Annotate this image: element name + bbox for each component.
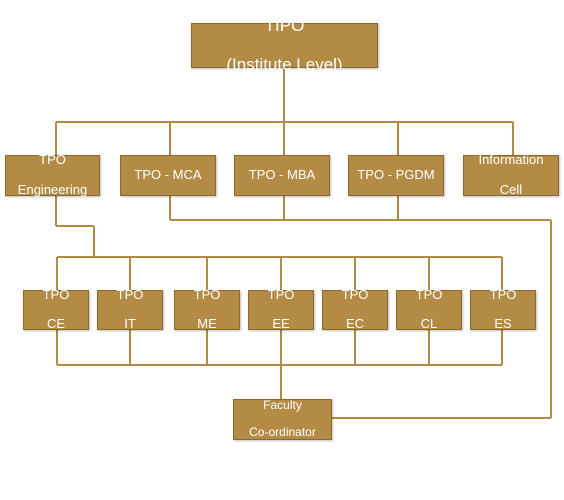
node-line: Engineering [17, 181, 88, 197]
node-line: TPO - PGDM [357, 167, 435, 183]
node-line: TPO [415, 286, 443, 302]
node-tpo-pgdm: TPO - PGDM [348, 155, 444, 196]
node-line: TIPO [264, 16, 305, 36]
node-line: TPO [42, 286, 70, 302]
node-line: TPO [116, 286, 144, 302]
node-line: Information [478, 152, 544, 168]
node-line: TPO [341, 286, 369, 302]
node-tpo-me: TPO ME [174, 286, 240, 332]
node-tpo-ec: TPO EC [322, 286, 388, 332]
node-tpo-mca: TPO - MCA [120, 155, 216, 196]
node-line: (Institute Level) [226, 55, 343, 75]
node-line: TPO [193, 286, 221, 302]
node-tpo-ce: TPO CE [23, 286, 89, 332]
node-tpo-es: TPO ES [470, 286, 536, 332]
node-information-cell: Information Cell [463, 152, 559, 197]
node-line: Cell [499, 181, 523, 197]
node-line: TPO [489, 286, 517, 302]
node-line: TPO - MBA [248, 167, 316, 183]
node-tpo-engineering: TPO Engineering [5, 152, 100, 197]
node-tpo-ee: TPO EE [248, 286, 314, 332]
node-tpo-cl: TPO CL [396, 286, 462, 332]
node-faculty-coordinator: Faculty Co-ordinator [233, 397, 332, 440]
node-line: Co-ordinator [249, 425, 316, 440]
node-line: EC [345, 316, 365, 332]
node-tipo-institute: TIPO (Institute Level) [191, 16, 378, 74]
node-line: IT [124, 316, 136, 332]
node-line: TPO [39, 152, 66, 168]
node-line: TPO [267, 286, 295, 302]
node-line: ES [494, 316, 512, 332]
node-line: ME [197, 316, 217, 332]
node-tpo-mba: TPO - MBA [234, 155, 330, 196]
node-line: TPO - MCA [134, 167, 202, 183]
node-tpo-it: TPO IT [97, 286, 163, 332]
node-line: EE [272, 316, 290, 332]
node-line: CE [46, 316, 66, 332]
node-line: Faculty [263, 397, 302, 412]
node-line: CL [420, 316, 438, 332]
